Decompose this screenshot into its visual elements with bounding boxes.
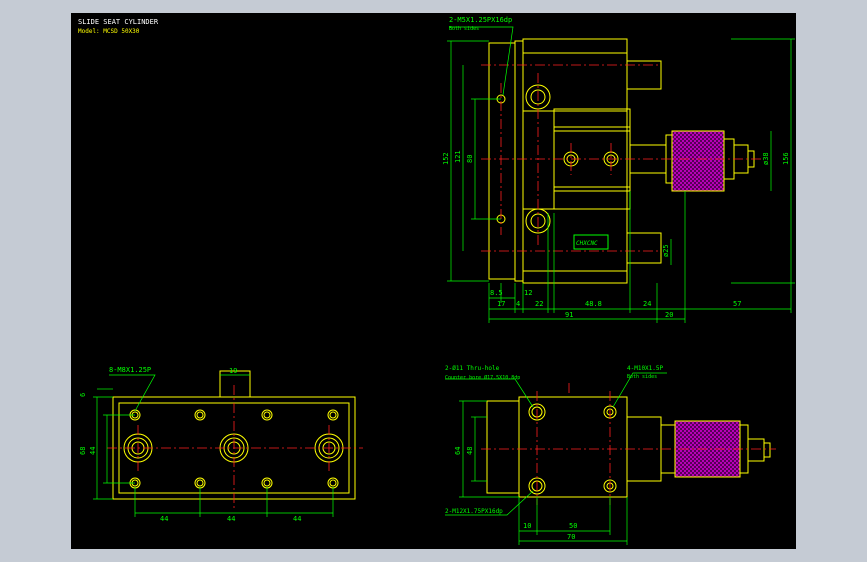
top-callout-sub: Both sides (449, 26, 479, 32)
dim-6: 6 (79, 393, 87, 397)
dim-57: 57 (733, 300, 741, 308)
dim-44-vertical: 44 (89, 447, 97, 455)
drawing-model: Model: MCSD 50X30 (78, 28, 140, 35)
dim-8-5: 8.5 (490, 289, 503, 297)
cad-drawing: SLIDE SEAT CYLINDER Model: MCSD 50X30 (78, 16, 795, 545)
top-dimensions (447, 26, 795, 323)
dim-48: 48 (466, 447, 474, 455)
dim-91: 91 (565, 311, 573, 319)
dim-12: 12 (524, 289, 532, 297)
br-centerlines (481, 383, 776, 505)
br-plate (486, 400, 520, 494)
br-callout-m12: 2-M12X1.75PX16dp (445, 508, 503, 515)
br-callout-thread-sub: Both sides (627, 374, 657, 380)
top-callout-thread: 2-M5X1.25PX16dp (449, 16, 512, 24)
dim-80: 80 (466, 155, 474, 163)
top-centerlines (481, 64, 761, 252)
mount-plate (488, 42, 516, 280)
knurled-adjuster (671, 130, 725, 192)
bl-dimensions (93, 374, 334, 517)
br-dimensions (445, 372, 667, 545)
drawing-canvas: SLIDE SEAT CYLINDER Model: MCSD 50X30 (71, 13, 796, 549)
bl-centerlines (107, 385, 363, 509)
dim-68: 68 (79, 447, 87, 455)
dim-20: 20 (665, 311, 673, 319)
br-callout-thread: 4-M10X1.5P (627, 365, 664, 372)
cylinder-body (522, 38, 628, 284)
dim-64: 64 (454, 447, 462, 455)
dim-44-c: 44 (293, 515, 301, 523)
dim-24: 24 (643, 300, 651, 308)
dim-44-a: 44 (160, 515, 168, 523)
br-callout-thru-hole: 2-Ø11 Thru-hole (445, 365, 500, 372)
dim-19: 19 (229, 367, 237, 375)
dim-44-b: 44 (227, 515, 235, 523)
dim-152: 152 (442, 152, 450, 165)
dim-50: 50 (569, 522, 577, 530)
dim-38: ø38 (762, 152, 770, 165)
dim-22: 22 (535, 300, 543, 308)
dim-70: 70 (567, 533, 575, 541)
br-callout-counterbore: Counter bore Ø17.5X10.8dp (445, 374, 520, 381)
dim-156: 156 (782, 152, 790, 165)
dim-25: ø25 (662, 244, 670, 257)
dim-17: 17 (497, 300, 505, 308)
br-body (518, 396, 628, 498)
dim-10: 10 (523, 522, 531, 530)
drawing-title: SLIDE SEAT CYLINDER (78, 18, 159, 26)
bl-callout-thread: 8-M8X1.25P (109, 366, 151, 374)
dim-4: 4 (516, 300, 520, 308)
dim-48-8: 48.8 (585, 300, 602, 308)
brand-label: CHXCNC (576, 240, 598, 247)
dim-121: 121 (454, 150, 462, 163)
